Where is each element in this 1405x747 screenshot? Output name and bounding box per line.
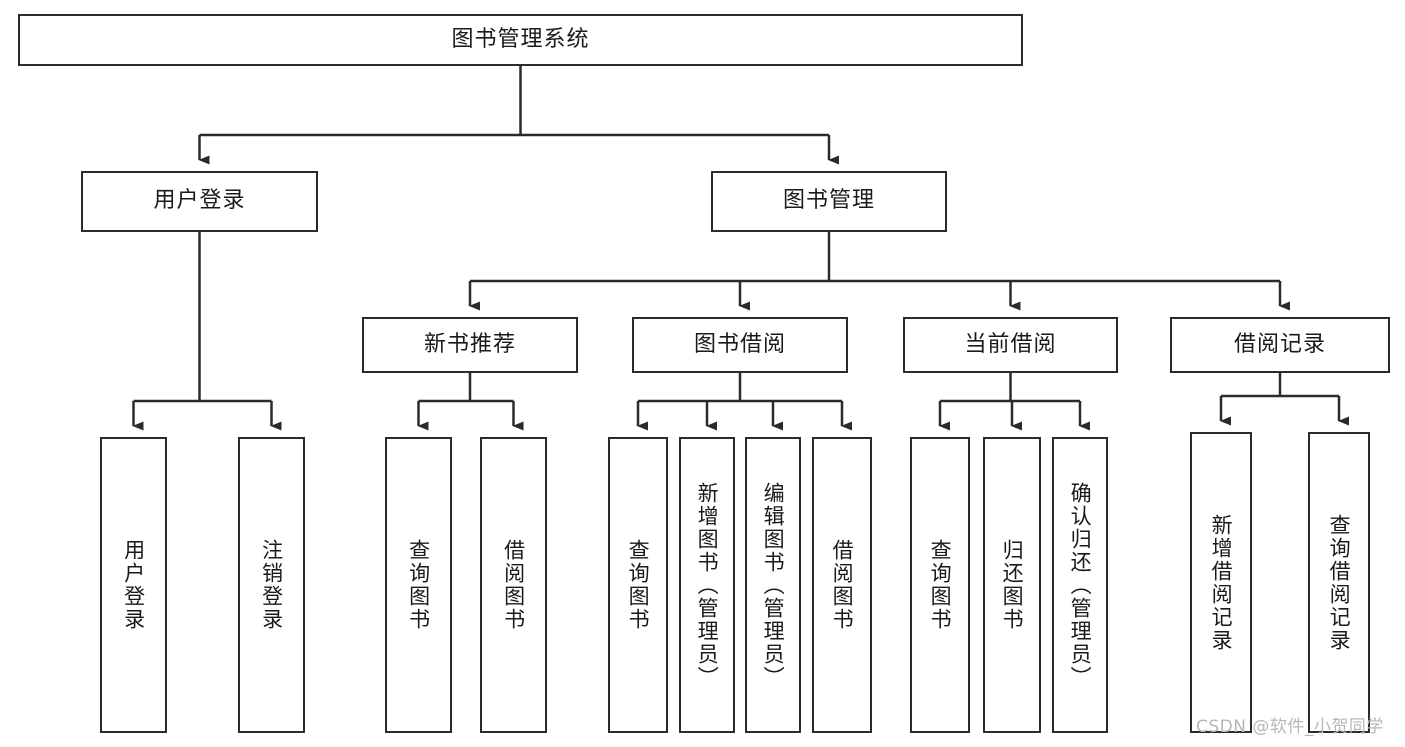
node-leaf-user-login[interactable]: 用户登录 <box>100 437 167 733</box>
node-leaf-cb-query[interactable]: 查询图书 <box>910 437 970 733</box>
node-label: 借阅图书 <box>830 539 855 631</box>
node-label: 图书借阅 <box>693 331 786 357</box>
node-leaf-bb-add[interactable]: 新增图书（管理员） <box>679 437 735 733</box>
node-label: 用户登录 <box>153 188 246 214</box>
node-label: 归还图书 <box>1000 539 1025 631</box>
node-label: 用户登录 <box>121 539 146 631</box>
node-label: 图书管理 <box>782 188 875 214</box>
node-book-manage[interactable]: 图书管理 <box>711 171 947 232</box>
node-leaf-bb-query[interactable]: 查询图书 <box>608 437 668 733</box>
node-label: 借阅图书 <box>501 539 526 631</box>
node-borrow-record[interactable]: 借阅记录 <box>1170 317 1390 373</box>
node-root[interactable]: 图书管理系统 <box>18 14 1023 66</box>
node-label: 新增借阅记录 <box>1209 513 1234 652</box>
node-label: 查询借阅记录 <box>1327 513 1352 652</box>
node-leaf-bb-edit[interactable]: 编辑图书（管理员） <box>745 437 801 733</box>
node-label: 注销登录 <box>259 539 284 631</box>
node-leaf-nbr-borrow[interactable]: 借阅图书 <box>480 437 547 733</box>
node-label: 新书推荐 <box>423 331 516 357</box>
node-new-book-rec[interactable]: 新书推荐 <box>362 317 578 373</box>
node-label: 确认归还（管理员） <box>1068 481 1093 689</box>
node-leaf-cb-return[interactable]: 归还图书 <box>983 437 1041 733</box>
node-label: 查询图书 <box>928 539 953 631</box>
node-label: 当前借阅 <box>964 331 1057 357</box>
node-label: 编辑图书（管理员） <box>761 481 786 689</box>
node-leaf-user-logout[interactable]: 注销登录 <box>238 437 305 733</box>
node-label: 查询图书 <box>626 539 651 631</box>
node-leaf-bb-borrow[interactable]: 借阅图书 <box>812 437 872 733</box>
node-leaf-br-add[interactable]: 新增借阅记录 <box>1190 432 1252 733</box>
node-leaf-nbr-query[interactable]: 查询图书 <box>385 437 452 733</box>
node-user-login[interactable]: 用户登录 <box>81 171 318 232</box>
node-label: 借阅记录 <box>1233 331 1326 357</box>
node-leaf-cb-confirm[interactable]: 确认归还（管理员） <box>1052 437 1108 733</box>
node-label: 查询图书 <box>406 539 431 631</box>
node-book-borrow[interactable]: 图书借阅 <box>632 317 848 373</box>
node-leaf-br-query[interactable]: 查询借阅记录 <box>1308 432 1370 733</box>
node-current-borrow[interactable]: 当前借阅 <box>903 317 1118 373</box>
node-label: 图书管理系统 <box>451 26 590 52</box>
csdn-watermark: CSDN @软件_小贺同学 <box>1196 717 1384 737</box>
node-label: 新增图书（管理员） <box>695 481 720 689</box>
